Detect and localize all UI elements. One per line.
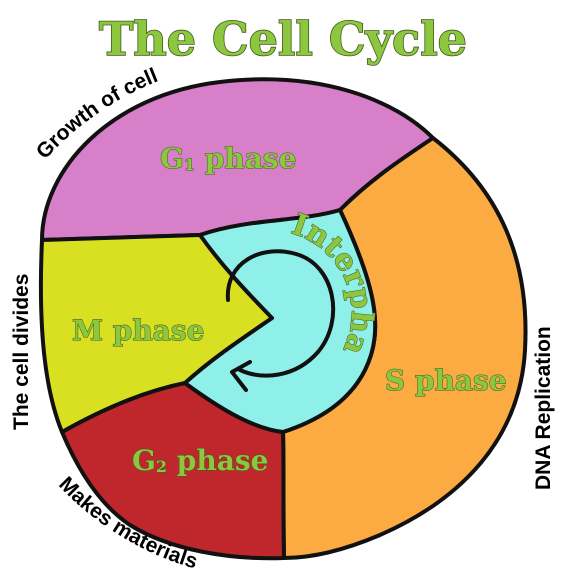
dna-replication-label: DNA Replication (532, 326, 555, 490)
cell-divides-label: The cell divides (10, 274, 33, 430)
g1-phase-label: G1 phase (160, 142, 296, 175)
m-phase-label: M phase (72, 314, 204, 347)
diagram-title: The Cell Cycle (99, 12, 467, 66)
s-phase-label: S phase (385, 364, 507, 397)
g2-phase-label: G2 phase (132, 444, 268, 477)
